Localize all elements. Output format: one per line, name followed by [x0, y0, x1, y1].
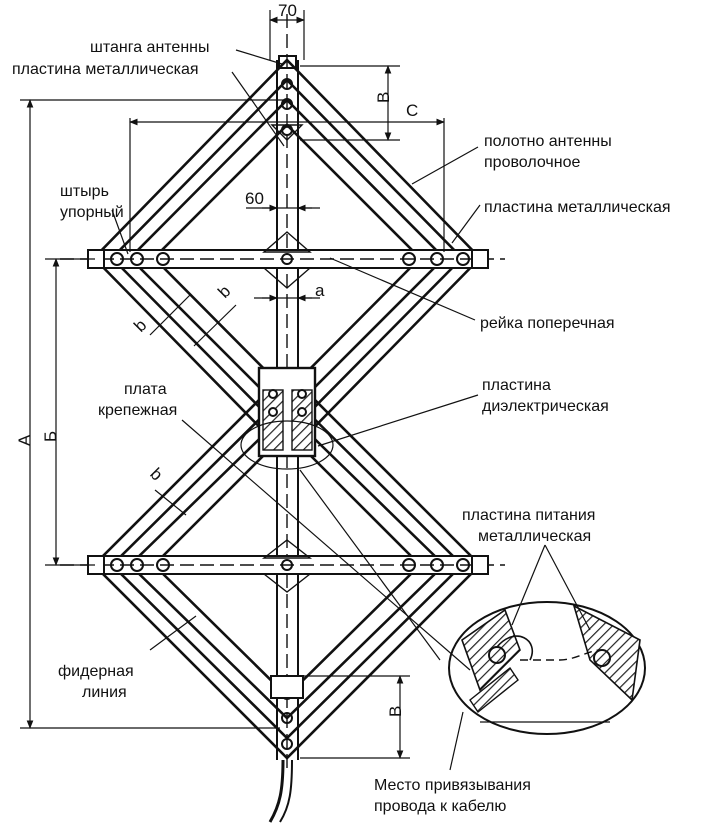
- label-fider-2: линия: [82, 684, 127, 701]
- label-mesto-2: провода к кабелю: [374, 798, 506, 815]
- dim-b-3: b: [146, 464, 166, 484]
- label-plata-2: крепежная: [98, 402, 177, 419]
- label-polotno-2: проволочное: [484, 154, 580, 171]
- dim-B-bottom: В: [386, 706, 405, 717]
- label-plata-1: плата: [124, 381, 167, 398]
- label-pitanie-2: металлическая: [478, 528, 591, 545]
- leader-lines: [111, 49, 591, 771]
- dim-70: 70: [278, 1, 297, 20]
- label-dielectric-2: диэлектрическая: [482, 398, 609, 415]
- dielectric-plate-outline: [240, 420, 334, 470]
- detail-enlargement: [448, 601, 646, 735]
- dim-b-1: b: [130, 316, 150, 336]
- label-shtyr-2: упорный: [60, 204, 124, 221]
- dim-C: С: [406, 101, 418, 120]
- label-plastina-right: пластина металлическая: [484, 199, 671, 216]
- label-shtanga: штанга антенны: [90, 39, 210, 56]
- label-plastina-top: пластина металлическая: [12, 61, 199, 78]
- bolt-holes: [110, 78, 470, 750]
- dim-B-top: В: [374, 92, 393, 103]
- label-dielectric-1: пластина: [482, 377, 551, 394]
- dim-60: 60: [245, 189, 264, 208]
- dim-a: а: [315, 281, 325, 300]
- dimension-labels: 70 60 а В С А Б b b b В: [15, 1, 418, 717]
- label-pitanie-1: пластина питания: [462, 507, 595, 524]
- label-fider-1: фидерная: [58, 663, 134, 680]
- label-polotno-1: полотно антенны: [484, 133, 612, 150]
- callout-labels: штанга антенны пластина металлическая по…: [12, 39, 671, 815]
- dim-A: А: [15, 434, 34, 446]
- label-reyka: рейка поперечная: [480, 315, 615, 332]
- dim-b-2: b: [214, 282, 234, 302]
- mounting-plate: [257, 366, 317, 458]
- label-shtyr-1: штырь: [60, 183, 109, 200]
- dimension-lines: [20, 10, 445, 759]
- feed-box: [270, 675, 304, 699]
- label-mesto-1: Место привязывания: [374, 777, 531, 794]
- dim-B-mid: Б: [41, 431, 60, 442]
